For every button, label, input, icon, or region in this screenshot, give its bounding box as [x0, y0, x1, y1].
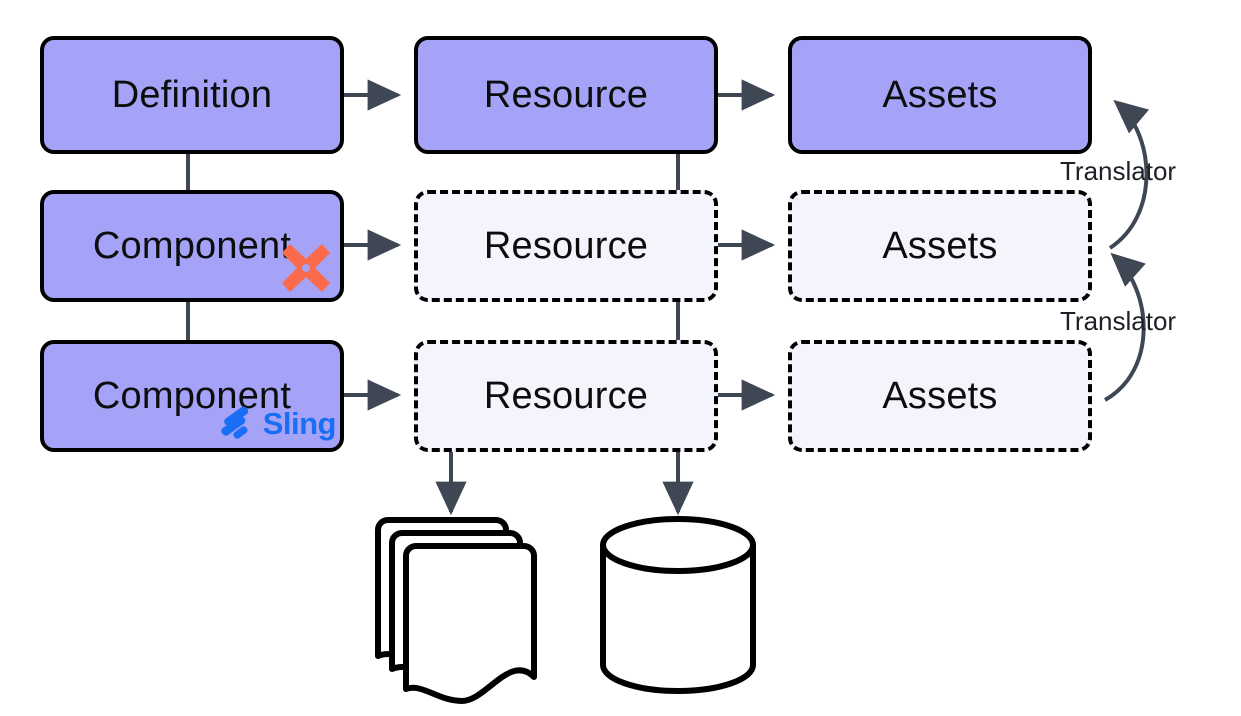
- node-assets-2[interactable]: Assets: [788, 190, 1092, 302]
- node-assets-2-label: Assets: [882, 225, 998, 267]
- node-assets-3[interactable]: Assets: [788, 340, 1092, 452]
- node-assets-3-label: Assets: [882, 375, 998, 417]
- database-cylinder-icon: [600, 516, 756, 694]
- node-resource-1-label: Resource: [483, 74, 649, 116]
- node-component-2-label: Component: [92, 375, 292, 417]
- node-resource-2-label: Resource: [483, 225, 649, 267]
- node-component-1-label: Component: [92, 225, 292, 267]
- node-resource-3[interactable]: Resource: [414, 340, 718, 452]
- node-assets-1[interactable]: Assets: [788, 36, 1092, 154]
- node-resource-1[interactable]: Resource: [414, 36, 718, 154]
- node-component-1[interactable]: Component: [40, 190, 344, 302]
- edge-translator-top: [1108, 99, 1150, 250]
- edge-label-translator-top: Translator: [1060, 156, 1177, 186]
- node-component-2[interactable]: Component Sling: [40, 340, 344, 452]
- edge-translator-bottom: [1104, 252, 1146, 402]
- node-resource-2[interactable]: Resource: [414, 190, 718, 302]
- node-assets-1-label: Assets: [882, 74, 998, 116]
- node-resource-3-label: Resource: [483, 375, 649, 417]
- edge-label-translator-bottom: Translator: [1060, 306, 1177, 336]
- node-definition[interactable]: Definition: [40, 36, 344, 154]
- document-stack-icon: [375, 517, 537, 704]
- node-definition-label: Definition: [111, 74, 273, 116]
